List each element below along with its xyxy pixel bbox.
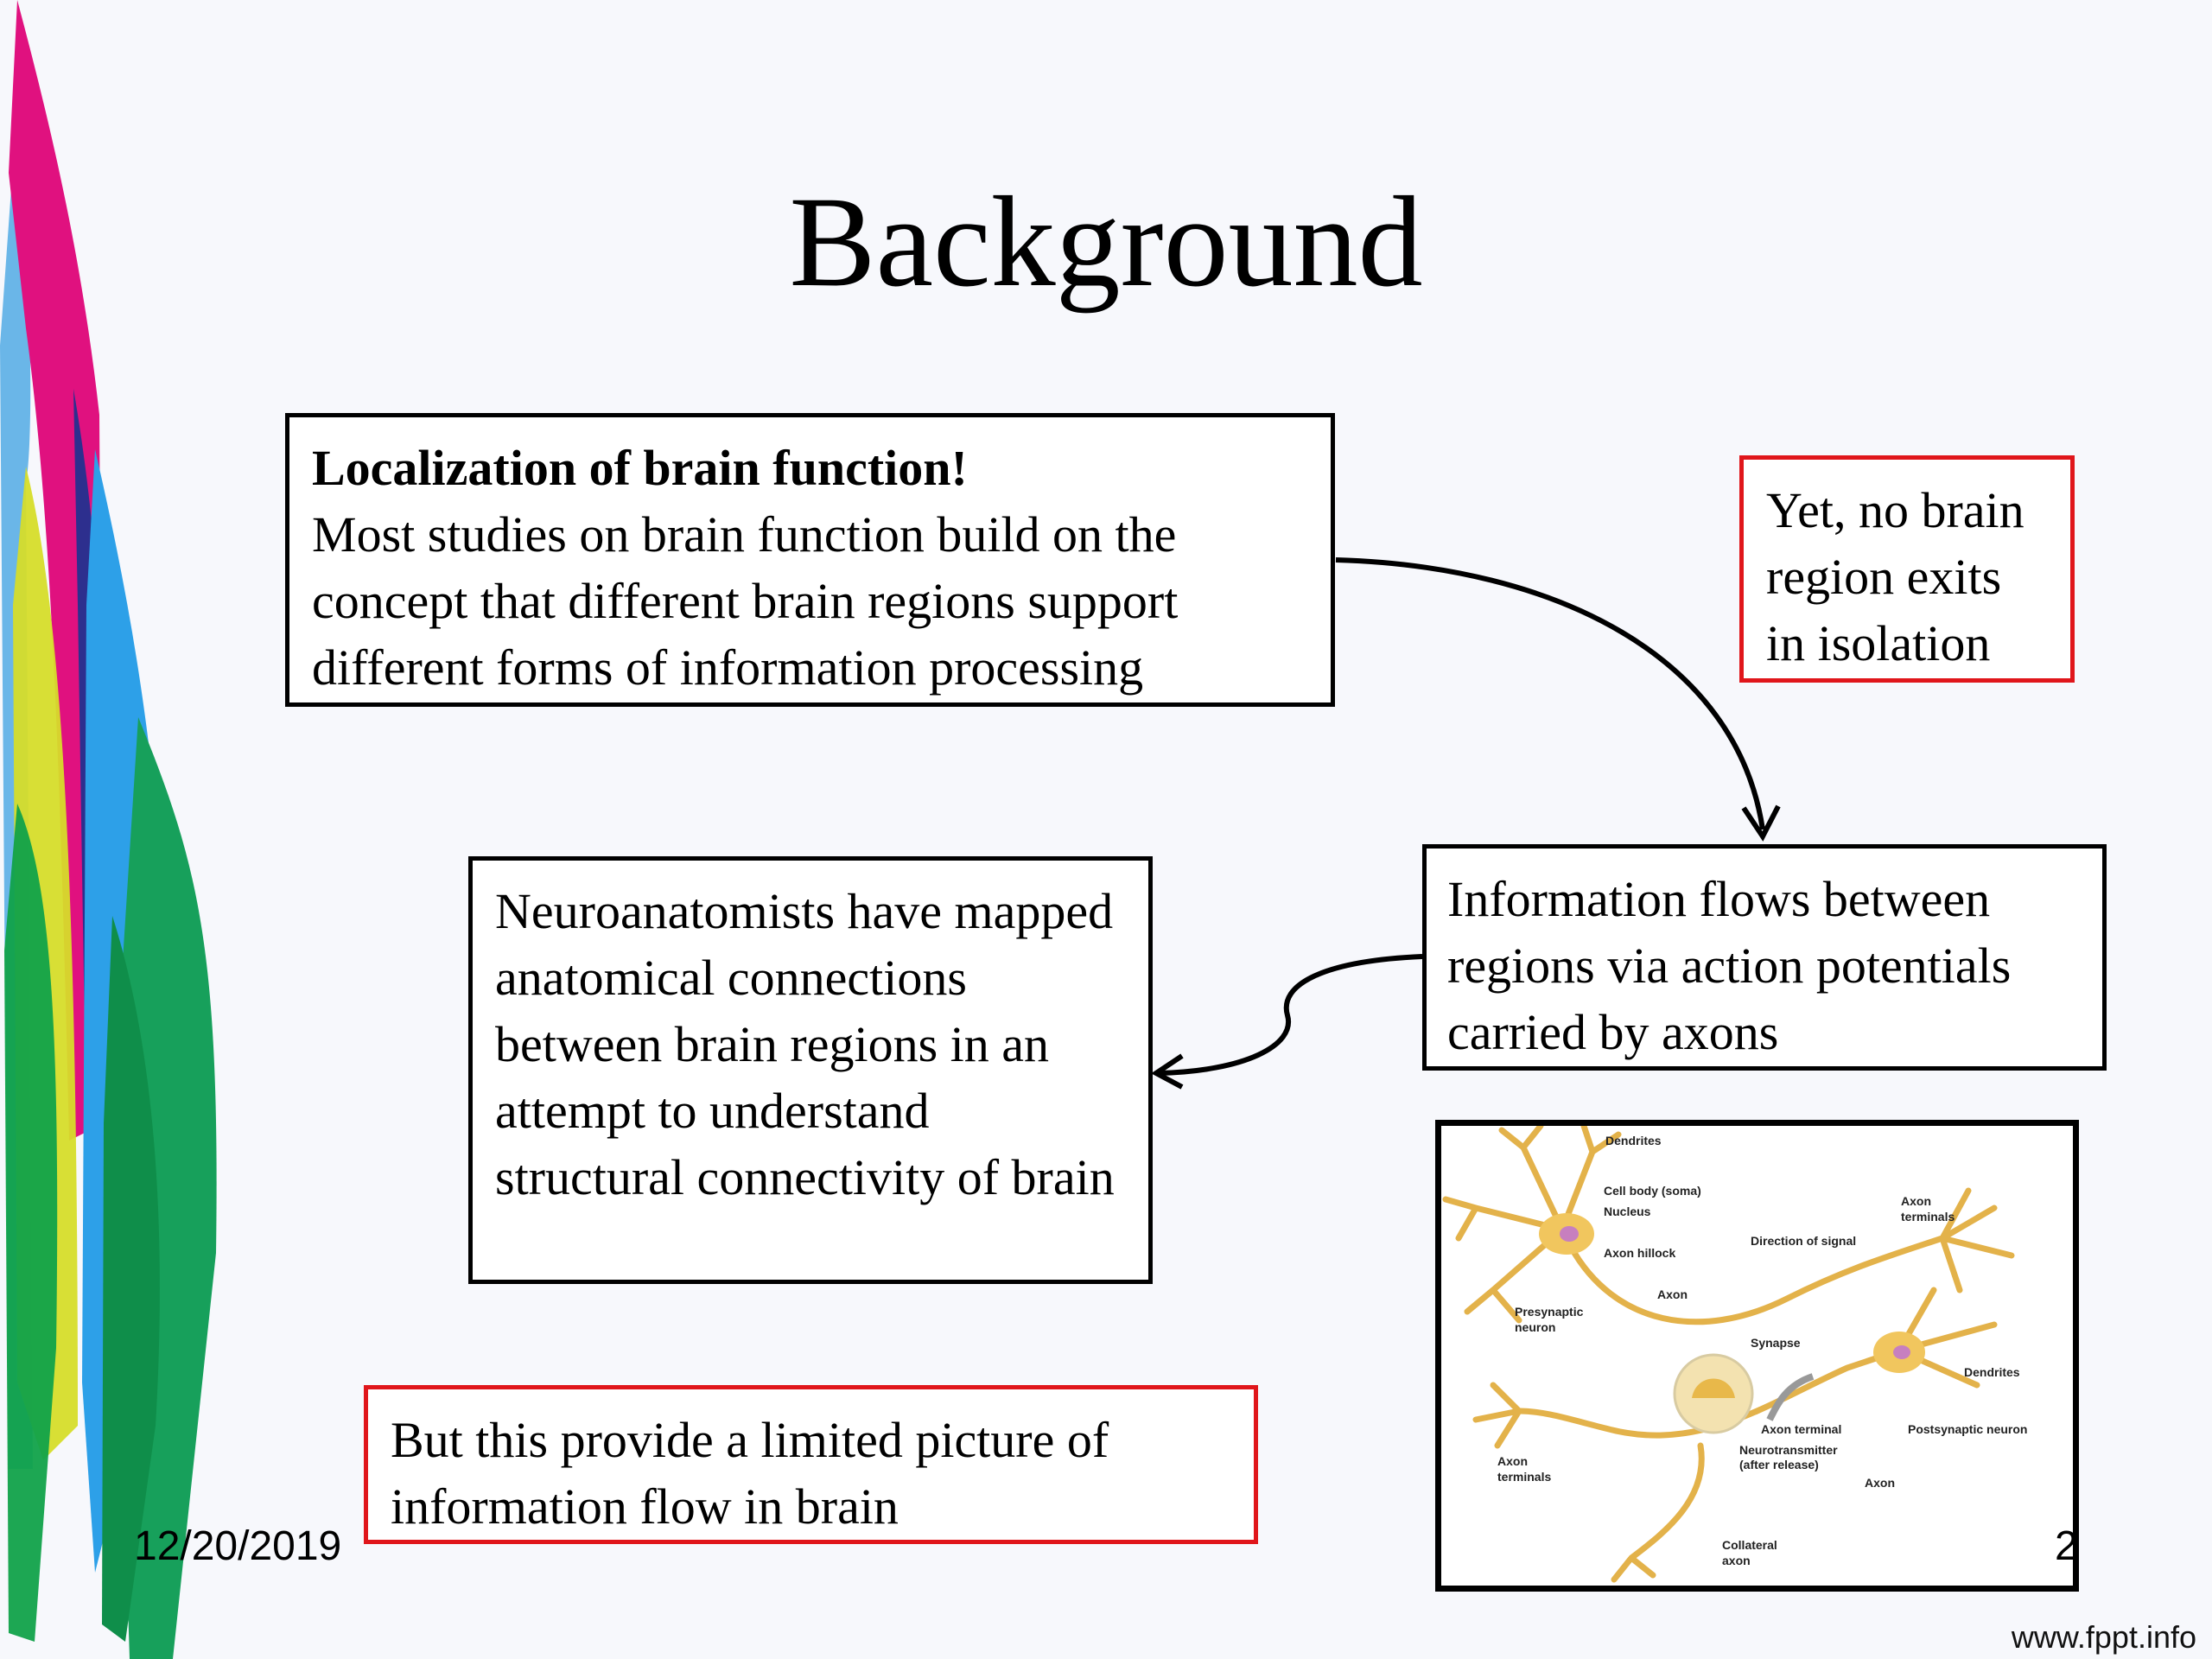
localization-box: Localization of brain function! Most stu… bbox=[285, 413, 1335, 707]
brand-watermark: www.fppt.info bbox=[2011, 1619, 2196, 1655]
label-cell-body: Cell body (soma) bbox=[1604, 1184, 1701, 1198]
label-axon-terminals-top2: terminals bbox=[1901, 1210, 1955, 1224]
footer-date: 12/20/2019 bbox=[134, 1523, 342, 1569]
neuroanatomists-text: Neuroanatomists have mapped anatomical c… bbox=[495, 883, 1115, 1205]
label-collateral: Collateral bbox=[1722, 1538, 1777, 1552]
label-neurotransmitter: Neurotransmitter bbox=[1739, 1443, 1838, 1457]
label-presynaptic: Presynaptic bbox=[1515, 1305, 1584, 1319]
slide-title: Background bbox=[789, 170, 1423, 314]
arrow-localization-to-flow bbox=[1335, 557, 1765, 830]
isolation-text: Yet, no brain region exits in isolation bbox=[1766, 482, 2024, 671]
arrow-flow-to-neuroanatomists bbox=[1157, 954, 1423, 1076]
label-after-release: (after release) bbox=[1739, 1458, 1819, 1471]
isolation-box: Yet, no brain region exits in isolation bbox=[1739, 455, 2075, 683]
label-collateral2: axon bbox=[1722, 1554, 1751, 1567]
neuron-figure: Dendrites Cell body (soma) Nucleus Axon … bbox=[1435, 1120, 2079, 1592]
neuron-illustration: Dendrites Cell body (soma) Nucleus Axon … bbox=[1441, 1122, 2073, 1586]
information-flow-box: Information flows between regions via ac… bbox=[1422, 844, 2107, 1071]
label-axon-mid: Axon bbox=[1657, 1287, 1688, 1301]
limited-picture-text: But this provide a limited picture of in… bbox=[391, 1412, 1109, 1535]
label-nucleus: Nucleus bbox=[1604, 1205, 1651, 1218]
label-axon-terminals-left2: terminals bbox=[1497, 1470, 1551, 1484]
label-axon-hillock: Axon hillock bbox=[1604, 1246, 1675, 1260]
label-axon-terminals-left: Axon bbox=[1497, 1454, 1528, 1468]
limited-picture-box: But this provide a limited picture of in… bbox=[364, 1385, 1258, 1544]
label-axon-terminals-top: Axon bbox=[1901, 1194, 1931, 1208]
label-axon-terminal: Axon terminal bbox=[1761, 1422, 1841, 1436]
label-dendrites-top: Dendrites bbox=[1605, 1134, 1662, 1147]
page-number: 2 bbox=[2055, 1523, 2078, 1569]
decorative-ribbons bbox=[0, 0, 217, 1659]
label-postsynaptic: Postsynaptic neuron bbox=[1908, 1422, 2027, 1436]
neuroanatomists-box: Neuroanatomists have mapped anatomical c… bbox=[468, 856, 1153, 1284]
label-direction: Direction of signal bbox=[1751, 1234, 1856, 1248]
label-axon-bottom: Axon bbox=[1865, 1476, 1895, 1490]
localization-body: Most studies on brain function build on … bbox=[312, 506, 1179, 696]
localization-heading: Localization of brain function! bbox=[312, 440, 968, 496]
label-dendrites-right: Dendrites bbox=[1964, 1365, 2020, 1379]
label-presynaptic2: neuron bbox=[1515, 1320, 1555, 1334]
information-flow-text: Information flows between regions via ac… bbox=[1447, 871, 2012, 1060]
label-synapse: Synapse bbox=[1751, 1336, 1801, 1350]
